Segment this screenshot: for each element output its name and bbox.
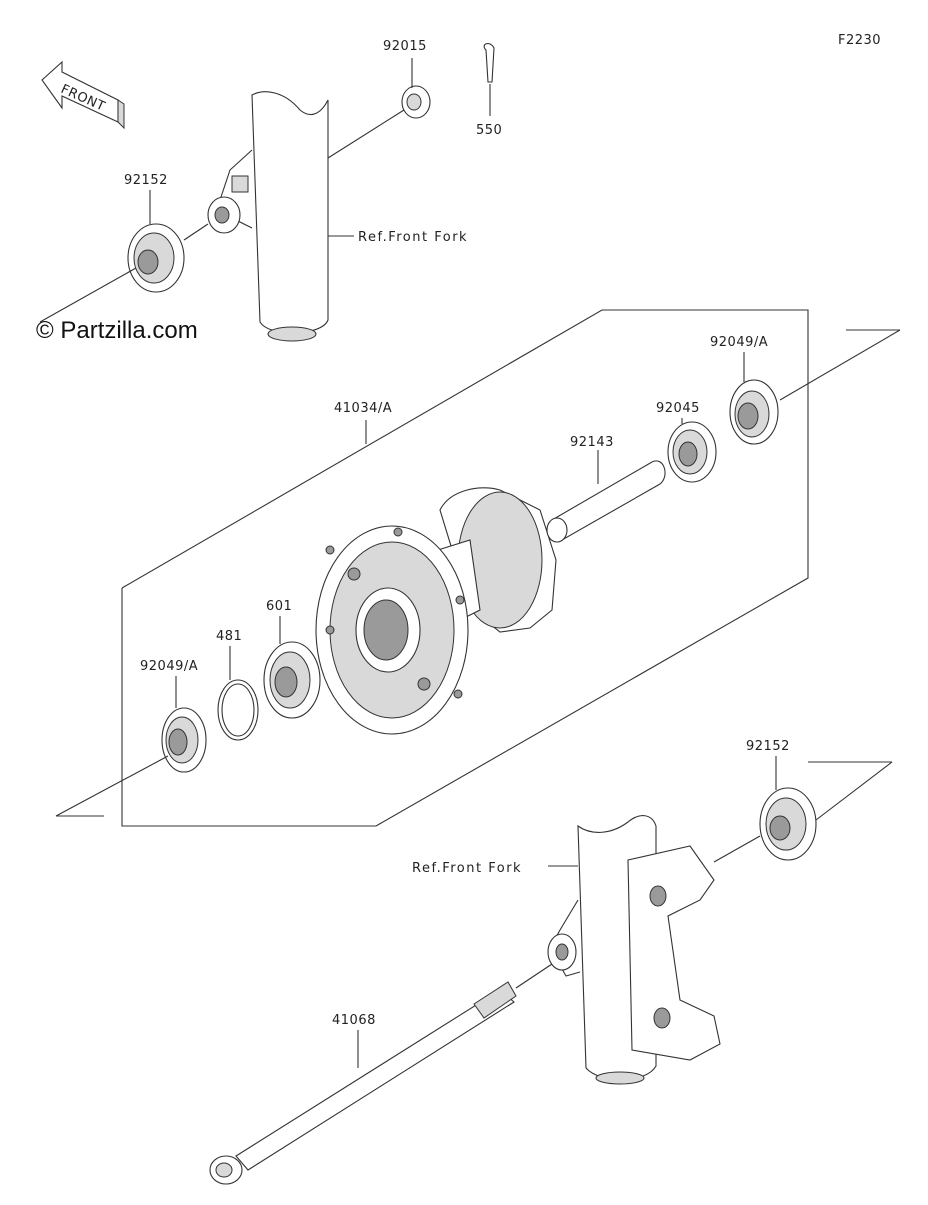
axle-41068 [209, 981, 517, 1185]
label-550: 550 [476, 123, 502, 138]
label-41068: 41068 [332, 1013, 376, 1028]
label-92015: 92015 [383, 39, 427, 54]
seal-92049a-left [161, 707, 207, 773]
watermark: © Partzilla.com [36, 317, 198, 344]
label-92045: 92045 [656, 401, 700, 416]
front-fork-upper [207, 91, 329, 342]
collar-92152-bottom [759, 787, 817, 861]
circlip-481 [217, 679, 259, 741]
label-601: 601 [266, 599, 292, 614]
diagram-code: F2230 [838, 33, 881, 48]
nut-92015 [401, 85, 431, 119]
cotter-pin-550 [483, 42, 495, 83]
label-41034a: 41034/A [334, 401, 392, 416]
label-92049a-right: 92049/A [710, 335, 768, 350]
label-92152-bottom: 92152 [746, 739, 790, 754]
seal-92049a-right [729, 379, 779, 445]
ref-front-fork-upper: Ref.Front Fork [358, 230, 468, 245]
hub-group-frame [121, 309, 809, 827]
ref-front-fork-lower: Ref.Front Fork [412, 861, 522, 876]
wheel-hub [315, 487, 557, 735]
label-92152-top: 92152 [124, 173, 168, 188]
bearing-92045 [667, 421, 717, 483]
front-arrow-icon: FRONT [41, 60, 125, 130]
collar-92152-top [127, 223, 185, 293]
label-92143: 92143 [570, 435, 614, 450]
label-481: 481 [216, 629, 242, 644]
spacer-92143 [546, 460, 666, 543]
bearing-601 [263, 641, 321, 719]
label-92049a-left: 92049/A [140, 659, 198, 674]
front-fork-lower [547, 815, 721, 1085]
